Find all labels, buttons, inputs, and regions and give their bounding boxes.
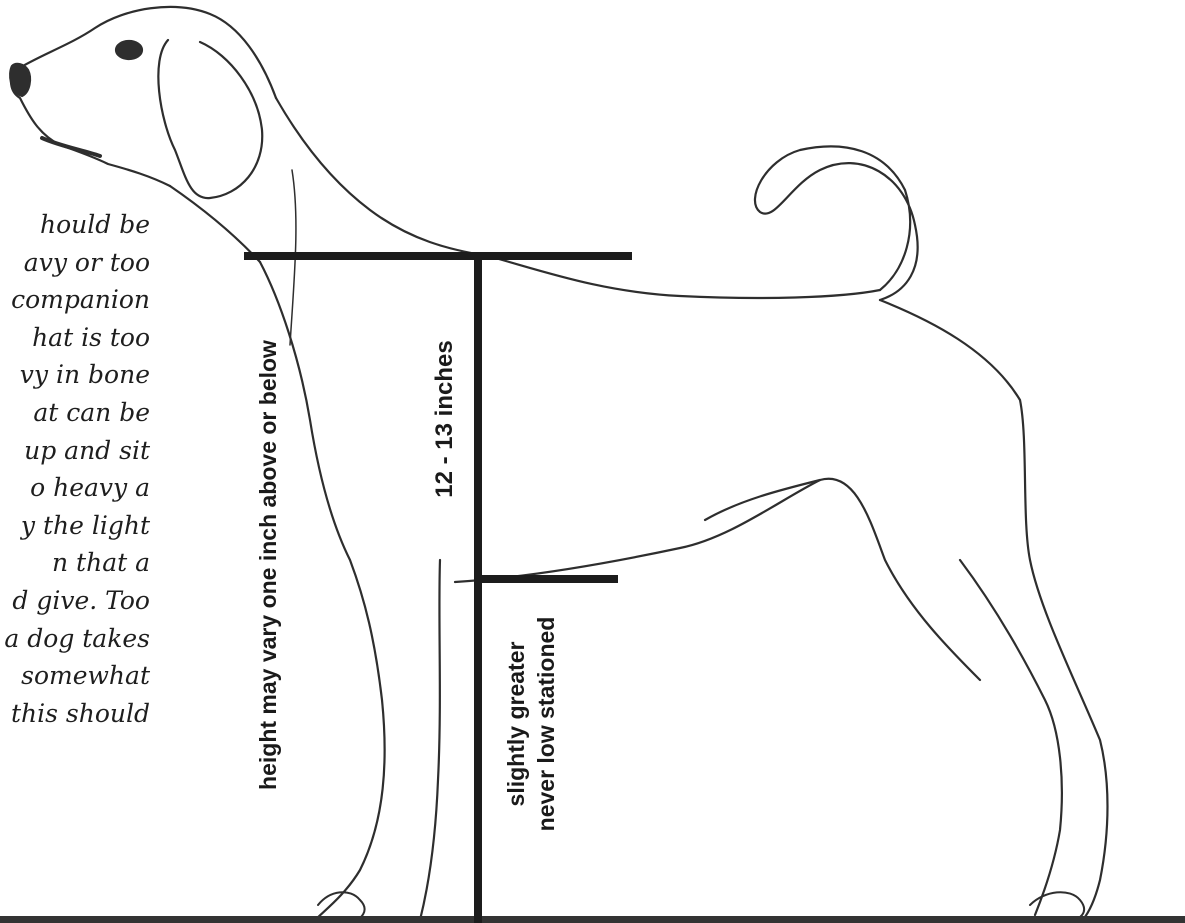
elbow-bar xyxy=(478,575,618,583)
paragraph-line: this should xyxy=(0,695,150,733)
paragraph-line: hat is too xyxy=(0,319,150,357)
paragraph-line: y the light xyxy=(0,507,150,545)
paragraph-line: somewhat xyxy=(0,657,150,695)
height-variance-label: height may vary one inch above or below xyxy=(253,265,283,865)
paragraph-line: a dog takes xyxy=(0,620,150,658)
dog-stifle xyxy=(705,480,820,520)
standard-paragraph: hould be avy or too companion hat is too… xyxy=(0,206,150,732)
paragraph-line: up and sit xyxy=(0,432,150,470)
leg-length-label: slightly greater never low stationed xyxy=(501,614,565,834)
dog-head-outline xyxy=(16,7,276,98)
leg-length-label-line2: never low stationed xyxy=(531,614,561,834)
paragraph-line: companion xyxy=(0,281,150,319)
dog-neck-back xyxy=(276,98,488,256)
paragraph-line: avy or too xyxy=(0,244,150,282)
paragraph-line: d give. Too xyxy=(0,582,150,620)
dog-front-leg xyxy=(420,560,440,920)
dog-tail xyxy=(755,146,918,300)
dog-muzzle xyxy=(11,70,170,186)
height-range-label: 12 - 13 inches xyxy=(430,309,460,529)
dog-back-line xyxy=(488,256,880,298)
dog-rump xyxy=(880,300,1108,923)
paragraph-line: hould be xyxy=(0,206,150,244)
leg-length-label-line1: slightly greater xyxy=(501,614,531,834)
paragraph-line: n that a xyxy=(0,544,150,582)
paragraph-line: o heavy a xyxy=(0,469,150,507)
paragraph-line: at can be xyxy=(0,394,150,432)
dog-ear xyxy=(158,40,262,198)
withers-bar xyxy=(244,252,632,260)
dog-eye xyxy=(116,41,142,59)
height-vertical-bar xyxy=(474,252,482,923)
dog-mouth xyxy=(42,138,100,156)
paragraph-line: vy in bone xyxy=(0,356,150,394)
ground-line xyxy=(0,916,1185,923)
